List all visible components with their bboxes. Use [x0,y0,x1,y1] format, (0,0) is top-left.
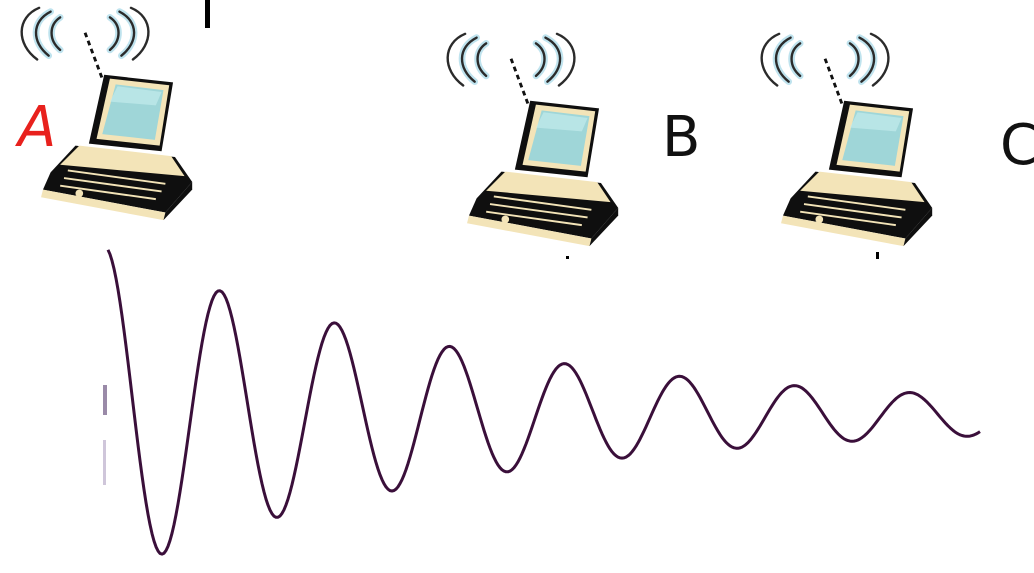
wave-edge-mark [103,440,106,485]
wave-edge-mark [103,385,107,415]
